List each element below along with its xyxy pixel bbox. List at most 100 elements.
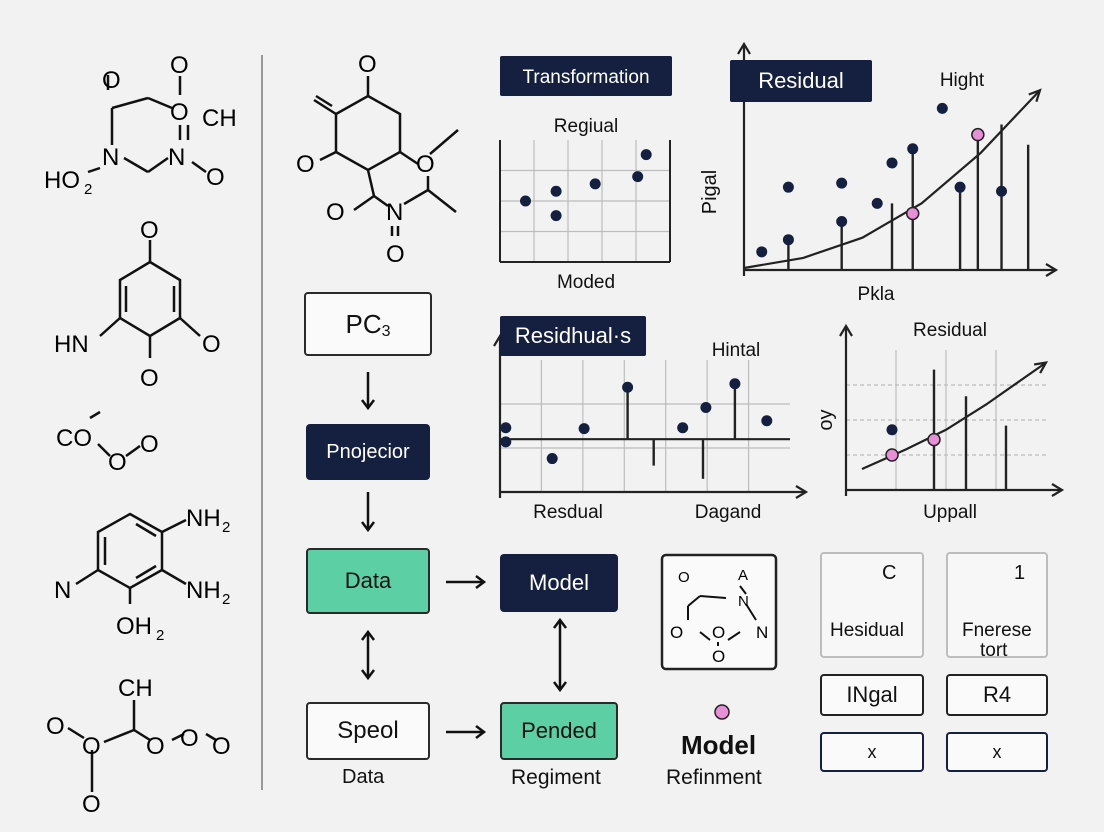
m6-n: N xyxy=(386,199,403,226)
ingal-label: INgal xyxy=(846,682,898,707)
speol-label: Speol xyxy=(337,717,399,744)
molecule-5 xyxy=(67,700,217,792)
m5-o5: O xyxy=(212,733,231,760)
chart-title: Transformation xyxy=(522,67,649,88)
close-button-2[interactable]: x xyxy=(946,732,1048,772)
m1-ho2: HO xyxy=(44,167,80,194)
data-point xyxy=(550,210,562,222)
chart-title-tag xyxy=(730,60,872,102)
pc3-label: PC xyxy=(345,308,382,339)
data-point xyxy=(782,181,794,193)
data-box[interactable]: Data xyxy=(306,548,430,614)
data-point xyxy=(500,422,512,434)
data-point xyxy=(520,195,531,207)
m1-o-top: O xyxy=(102,67,121,94)
data-point xyxy=(907,143,919,155)
m5-o2: O xyxy=(82,733,101,760)
data-point xyxy=(622,381,634,393)
data-point xyxy=(886,157,898,169)
m3-o2: O xyxy=(140,431,159,458)
projection-box[interactable]: Pnojecior xyxy=(306,424,430,480)
speol-box[interactable]: Speol xyxy=(306,702,430,760)
card-hesidual[interactable]: C Hesidual xyxy=(820,552,924,658)
x-axis-arrow xyxy=(1045,263,1059,277)
highlight-point xyxy=(885,448,899,462)
ingal-button[interactable]: INgal xyxy=(820,674,924,716)
fnerese-label: Fnerese xyxy=(962,620,1032,641)
ref-mol-o-top: O xyxy=(678,569,690,586)
m6-o-top: O xyxy=(358,51,377,78)
m5-o4: O xyxy=(180,725,199,752)
highlight-point xyxy=(971,127,985,142)
m2-o-bottom: O xyxy=(140,365,159,392)
close-button-1[interactable]: x xyxy=(820,732,924,772)
m1-ho2-sub: 2 xyxy=(84,181,92,198)
m1-n-right: N xyxy=(168,144,185,171)
data-point xyxy=(729,378,741,390)
ref-mol-a: A xyxy=(738,567,748,584)
molecule-2 xyxy=(99,240,201,358)
y-axis-arrow xyxy=(737,41,751,55)
y-axis-arrow xyxy=(839,323,853,337)
data-point xyxy=(578,423,590,435)
ref-mol-n-right: N xyxy=(756,623,768,642)
data-label: Data xyxy=(344,568,392,593)
molecule-6 xyxy=(313,76,459,236)
m1-o-mid: O xyxy=(170,99,189,126)
m1-o-left: O xyxy=(170,52,189,79)
trend-arrowhead xyxy=(1028,88,1042,102)
data-point xyxy=(632,171,644,183)
flow-arrows xyxy=(361,372,567,739)
x-axis-arrow xyxy=(1051,483,1065,497)
m4-nh2-top-sub: 2 xyxy=(222,519,230,536)
trend-arrowhead xyxy=(1033,361,1049,374)
x-axis-label: Moded xyxy=(557,272,615,293)
refinement-molecule-frame xyxy=(660,553,778,671)
ref-mol-n: N xyxy=(738,593,749,610)
chart-title-tag xyxy=(500,316,646,356)
data-point xyxy=(871,197,883,209)
model-box[interactable]: Model xyxy=(500,554,618,612)
highlight-point xyxy=(905,206,920,221)
m4-oh2-sub: 2 xyxy=(156,627,164,644)
data-point xyxy=(996,185,1008,197)
m6-o-right: O xyxy=(416,151,435,178)
ref-mol-o-bottom: O xyxy=(712,647,725,666)
m5-ch: CH xyxy=(118,675,153,702)
data-point xyxy=(700,402,712,414)
card-fnerese[interactable]: 1 Fnerese tort xyxy=(946,552,1048,661)
y-axis-label: oy xyxy=(815,409,837,430)
m6-o-low: O xyxy=(326,199,345,226)
data-point xyxy=(546,453,558,465)
molecule-1 xyxy=(87,75,207,174)
projection-label: Pnojecior xyxy=(326,440,410,463)
refinement-title: Model xyxy=(681,730,757,760)
m4-nh2-mid: NH xyxy=(186,577,221,604)
data-point xyxy=(589,178,601,190)
fnerese-icon-letter: 1 xyxy=(1014,562,1026,584)
data-point xyxy=(836,216,848,228)
x-axis-label: Resdual xyxy=(533,502,603,523)
refinement-molecule xyxy=(687,585,757,646)
chart-title: Residual xyxy=(758,68,844,93)
y-axis-label: Pigal xyxy=(699,170,721,214)
m4-oh2: OH xyxy=(116,613,152,640)
data-point xyxy=(936,102,948,114)
m3-o1: O xyxy=(108,449,127,476)
m3-co: CO xyxy=(56,425,92,452)
x-axis-label: Uppall xyxy=(923,502,977,523)
chart-subtitle: Hight xyxy=(940,70,985,91)
data-point xyxy=(500,436,512,448)
r4-button[interactable]: R4 xyxy=(946,674,1048,716)
m1-n-left: N xyxy=(102,144,119,171)
data-point xyxy=(756,246,768,258)
molecule-3 xyxy=(89,410,141,458)
data-point xyxy=(836,177,848,189)
hesidual-label: Hesidual xyxy=(830,620,904,641)
pended-box[interactable]: Pended xyxy=(500,702,618,760)
